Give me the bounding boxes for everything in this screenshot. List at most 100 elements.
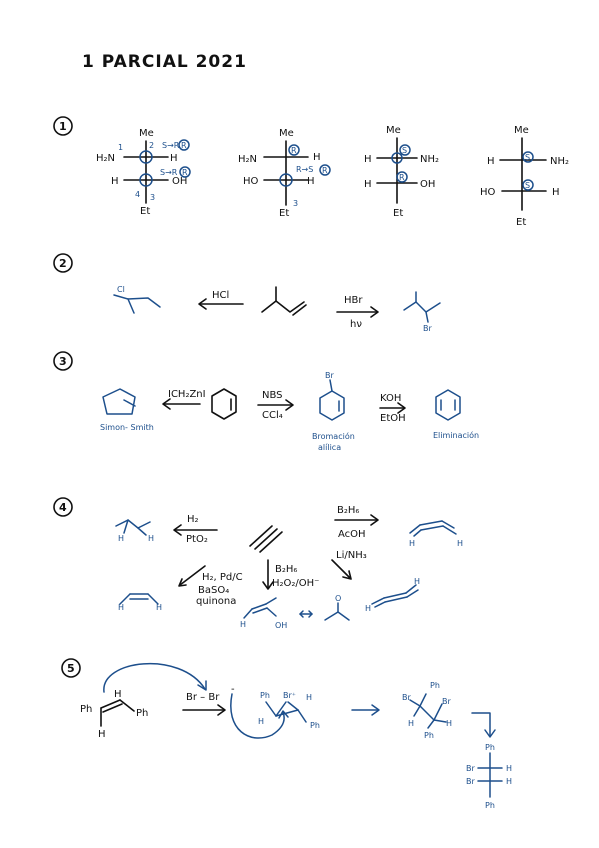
substituent-left-1: H: [364, 154, 372, 165]
h-label: H: [506, 777, 512, 786]
reagent-br2: Br – Br: [186, 692, 220, 703]
config-label: R: [322, 166, 328, 175]
reagent-lindlar-1: H₂, Pd/C: [202, 572, 243, 583]
priority-label: 1: [118, 143, 123, 152]
ph-label: Ph: [485, 801, 495, 810]
label-allylic-bromination-2: alílica: [318, 443, 341, 452]
oh-label: OH: [275, 621, 287, 630]
substituent-top: Me: [279, 128, 294, 139]
config-label: R: [182, 168, 188, 177]
h-label: H: [148, 534, 154, 543]
config-label: R: [181, 141, 187, 150]
chlorine-label: Cl: [117, 285, 125, 294]
section-number: 1: [59, 120, 67, 133]
label-elimination: Eliminación: [433, 430, 479, 440]
substituent-left-2: HO: [243, 176, 259, 187]
bromine-label: Br: [325, 371, 334, 380]
reagent-hbr: HBr: [344, 295, 363, 306]
reagent-h2: H₂: [187, 514, 199, 525]
reagent-pto2: PtO₂: [186, 534, 208, 545]
section-3-marker: 3: [53, 351, 73, 371]
reagent-simmons: ICH₂ZnI: [168, 389, 206, 400]
h-label: H: [240, 620, 246, 629]
reagent-li-nh3: Li/NH₃: [336, 550, 367, 561]
charge-minus: -: [231, 684, 235, 695]
h-label: H: [306, 693, 312, 702]
section-2-marker: 2: [53, 253, 73, 273]
fischer-projection-1: Me H₂N H H OH Et 1 2 3 4 S→R S→R R R: [96, 128, 191, 217]
reagent-hcl: HCl: [212, 290, 229, 301]
ph-label: Ph: [260, 691, 270, 700]
substituent-bottom: Et: [516, 217, 526, 228]
h-label: H: [446, 719, 452, 728]
reagent-nbs: NBS: [262, 390, 283, 401]
h-label: H: [414, 577, 420, 586]
priority-label: 4: [135, 190, 140, 199]
reagent-b2h6-2: B₂H₆: [275, 564, 297, 575]
substituent-left-2: HO: [480, 187, 496, 198]
substituent-right-1: NH₂: [550, 156, 569, 167]
config-label: R: [399, 173, 405, 182]
ph-label: Ph: [430, 681, 440, 690]
substituent-right-1: NH₂: [420, 154, 439, 165]
section-1-marker: 1: [53, 116, 73, 136]
section-number: 3: [59, 355, 67, 368]
ph-label: Ph: [80, 704, 92, 715]
h-label: H: [506, 764, 512, 773]
br-label: Br: [402, 693, 411, 702]
section-number: 5: [67, 662, 75, 675]
section-number: 2: [59, 257, 67, 270]
substituent-right-2: OH: [172, 176, 187, 187]
config-label: S: [525, 181, 530, 190]
br-label: Br: [466, 777, 475, 786]
h-label: H: [118, 534, 124, 543]
substituent-left-1: H₂N: [96, 153, 115, 164]
br-label: Br: [466, 764, 475, 773]
problem-3-scheme: Simon- Smith ICH₂ZnI NBS CCl₄ Br Bromaci…: [100, 371, 479, 452]
substituent-bottom: Et: [393, 208, 403, 219]
substituent-top: Me: [386, 125, 401, 136]
bromonium-label: Br⁺: [283, 691, 296, 700]
substituent-right-1: H: [170, 153, 178, 164]
reagent-lindlar-2: BaSO₄: [198, 585, 229, 596]
substituent-left-2: H: [364, 179, 372, 190]
h-label: H: [409, 539, 415, 548]
config-label: R: [291, 146, 297, 155]
oxygen-label: O: [335, 594, 341, 603]
substituent-top: Me: [139, 128, 154, 139]
reagent-b2h6: B₂H₆: [337, 505, 359, 516]
priority-label: 2: [149, 141, 154, 150]
page-title: 1 PARCIAL 2021: [82, 52, 247, 72]
bromine-label: Br: [423, 324, 432, 333]
section-5-marker: 5: [61, 658, 81, 678]
config-change-note: S→R: [160, 168, 178, 177]
fischer-projection-4: S S Me H NH₂ HO H Et: [480, 125, 569, 228]
substituent-top: Me: [514, 125, 529, 136]
config-change-note: S→R: [162, 141, 180, 150]
section-number: 4: [59, 501, 67, 514]
problem-5-scheme: Ph Ph H H Br – Br - Ph Br⁺ H H Ph Br: [80, 662, 512, 810]
ph-label: Ph: [310, 721, 320, 730]
section-4-marker: 4: [53, 497, 73, 517]
priority-label: 3: [150, 193, 155, 202]
substituent-right-2: H: [552, 187, 560, 198]
problem-2-scheme: Cl HCl HBr hν Br: [113, 285, 441, 333]
ph-label: Ph: [485, 743, 495, 752]
h-label: H: [258, 717, 264, 726]
h-label: H: [408, 719, 414, 728]
substituent-left-1: H₂N: [238, 154, 257, 165]
substituent-bottom: Et: [279, 208, 289, 219]
fischer-projection-2: Me H₂N H HO H Et 3 R R→S R: [238, 128, 331, 219]
reagent-hv: hν: [350, 319, 362, 330]
config-label: S: [402, 146, 407, 155]
problem-4-scheme: H H H₂ PtO₂ B₂H₆ AcOH H H H₂, Pd/C BaSO₄…: [115, 505, 463, 630]
config-label: S: [525, 153, 530, 162]
reagent-lindlar-3: quinona: [196, 596, 236, 607]
reagent-acoh: AcOH: [338, 529, 366, 540]
reagent-ccl4: CCl₄: [262, 410, 283, 421]
h-label: H: [98, 729, 106, 740]
priority-label: 3: [293, 199, 298, 208]
reagent-koh: KOH: [380, 393, 401, 404]
substituent-left-1: H: [487, 156, 495, 167]
